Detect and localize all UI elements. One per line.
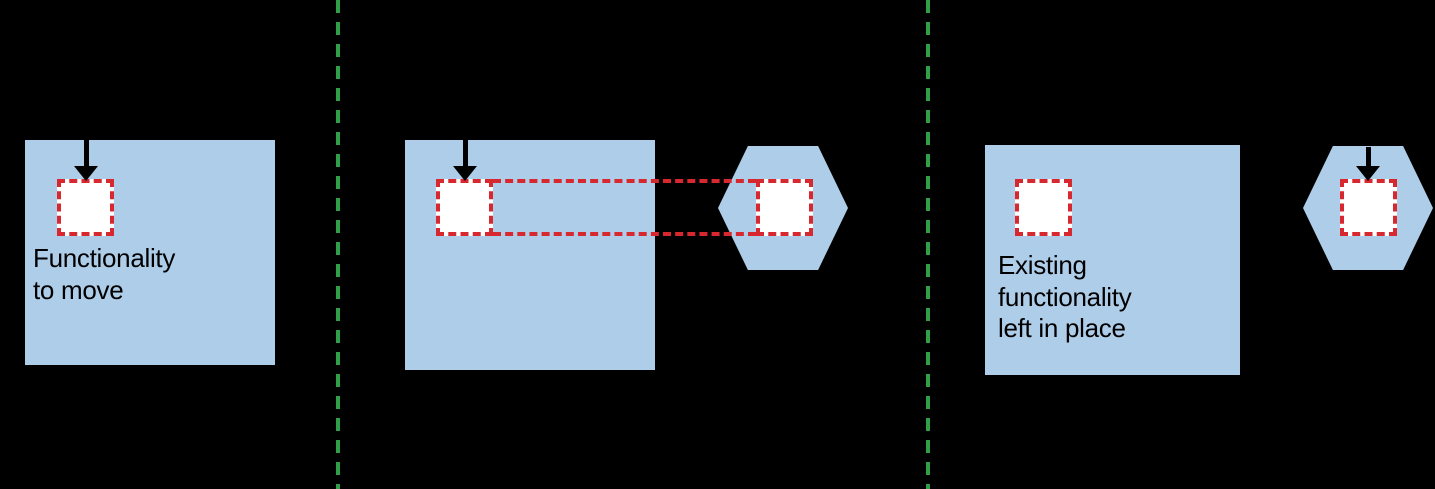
functionality-slot-step3-original — [1015, 179, 1072, 236]
stage-divider-line-1 — [336, 0, 340, 489]
arrow-stem — [462, 140, 468, 166]
arrow-stem — [83, 140, 89, 166]
arrow-down-icon — [74, 140, 98, 181]
functionality-slot-step2-target — [756, 179, 813, 236]
functionality-slot-step3-copy — [1340, 179, 1397, 236]
monolith-box-step1 — [25, 140, 275, 365]
arrow-head — [453, 166, 477, 181]
arrow-down-icon — [453, 140, 477, 181]
functionality-slot-step2-source — [436, 179, 493, 236]
functionality-slot-step1 — [57, 179, 114, 236]
arrow-stem — [1365, 147, 1371, 166]
arrow-head — [74, 166, 98, 181]
arrow-down-icon — [1356, 147, 1380, 181]
monolith-box-step2 — [405, 140, 655, 370]
copy-functionality-link — [493, 179, 756, 236]
stage-divider-line-2 — [926, 0, 930, 489]
functionality-to-move-label: Functionality to move — [33, 243, 176, 305]
existing-functionality-label: Existing functionality left in place — [998, 250, 1132, 344]
arrow-head — [1356, 166, 1380, 181]
